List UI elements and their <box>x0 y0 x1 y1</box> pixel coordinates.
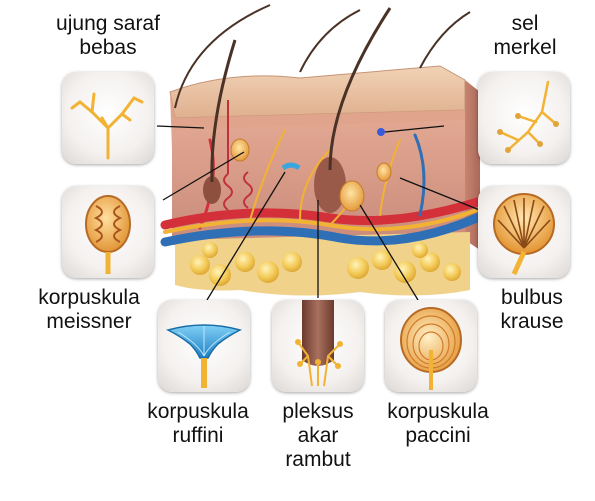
label-line: paccini <box>405 424 471 447</box>
blood-vessels <box>160 133 495 247</box>
label-hair-root-plexus: pleksus akar rambut <box>270 400 366 472</box>
label-line: korpuskula <box>387 400 489 423</box>
hair-plexus-thumbnail <box>272 300 364 392</box>
label-line: bebas <box>79 36 137 59</box>
label-line: korpuskula <box>147 400 249 423</box>
block-receptors <box>230 128 392 212</box>
label-merkel-cell: sel merkel <box>478 12 572 60</box>
label-ruffini-corpuscle: korpuskula ruffini <box>128 400 268 448</box>
label-paccini-corpuscle: korpuskula paccini <box>368 400 508 448</box>
label-line: korpuskula <box>38 286 140 309</box>
paccini-corpuscle-thumbnail <box>385 300 477 392</box>
krause-bulb-thumbnail <box>478 186 570 278</box>
label-free-nerve-endings: ujung saraf bebas <box>38 12 178 60</box>
ruffini-corpuscle-thumbnail <box>158 300 250 392</box>
label-line: meissner <box>46 310 132 333</box>
label-krause-bulb: bulbus krause <box>484 286 580 334</box>
label-line: krause <box>500 310 564 333</box>
free-nerve-endings-icon <box>70 92 144 160</box>
label-line: bulbus <box>501 286 563 309</box>
label-line: akar <box>297 424 339 447</box>
krause-bulb-icon <box>493 193 555 276</box>
label-meissner-corpuscle: korpuskula meissner <box>14 286 164 334</box>
label-line: ruffini <box>172 424 224 447</box>
hair-root-plexus-icon <box>295 300 343 387</box>
label-line: pleksus <box>282 400 354 423</box>
meissner-corpuscle-thumbnail <box>62 186 154 278</box>
label-line: rambut <box>285 448 351 471</box>
hair-follicles <box>174 4 471 213</box>
label-line: ujung saraf <box>56 12 160 35</box>
paccini-corpuscle-icon <box>400 307 462 390</box>
merkel-cell-thumbnail <box>478 72 570 164</box>
label-line: sel <box>511 12 539 35</box>
label-line: merkel <box>493 36 557 59</box>
merkel-cell-icon <box>497 80 559 153</box>
free-nerve-endings-thumbnail <box>62 72 154 164</box>
ruffini-corpuscle-icon <box>165 324 243 388</box>
leader-lines <box>156 125 483 301</box>
meissner-corpuscle-icon <box>85 195 131 274</box>
